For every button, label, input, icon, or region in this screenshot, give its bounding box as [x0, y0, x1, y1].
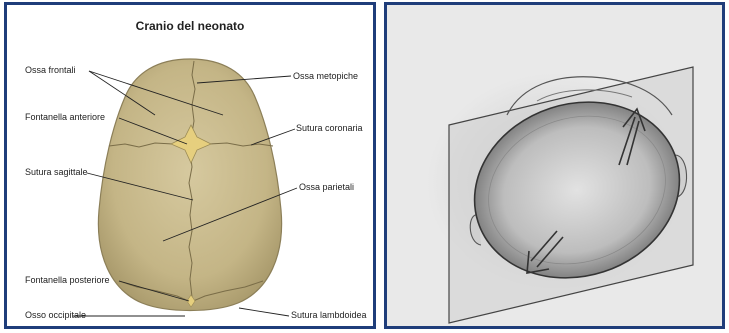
label-ossa-metopiche: Ossa metopiche — [293, 71, 358, 82]
label-sutura-coronaria: Sutura coronaria — [296, 123, 363, 134]
label-ossa-frontali: Ossa frontali — [25, 65, 76, 76]
skull-diagram-panel: Cranio del neonato — [4, 2, 376, 329]
skull-outline — [98, 59, 281, 311]
skull-sketch-panel — [384, 2, 725, 329]
label-fontanella-posteriore: Fontanella posteriore — [25, 275, 110, 286]
leader-sutura-lambdoidea — [239, 308, 289, 316]
label-fontanella-anteriore: Fontanella anteriore — [25, 112, 105, 123]
label-ossa-parietali: Ossa parietali — [299, 182, 354, 193]
label-osso-occipitale: Osso occipitale — [25, 310, 86, 321]
label-sutura-sagittale: Sutura sagittale — [25, 167, 88, 178]
label-sutura-lambdoidea: Sutura lambdoidea — [291, 310, 367, 321]
skull-plane-sketch — [387, 5, 722, 326]
